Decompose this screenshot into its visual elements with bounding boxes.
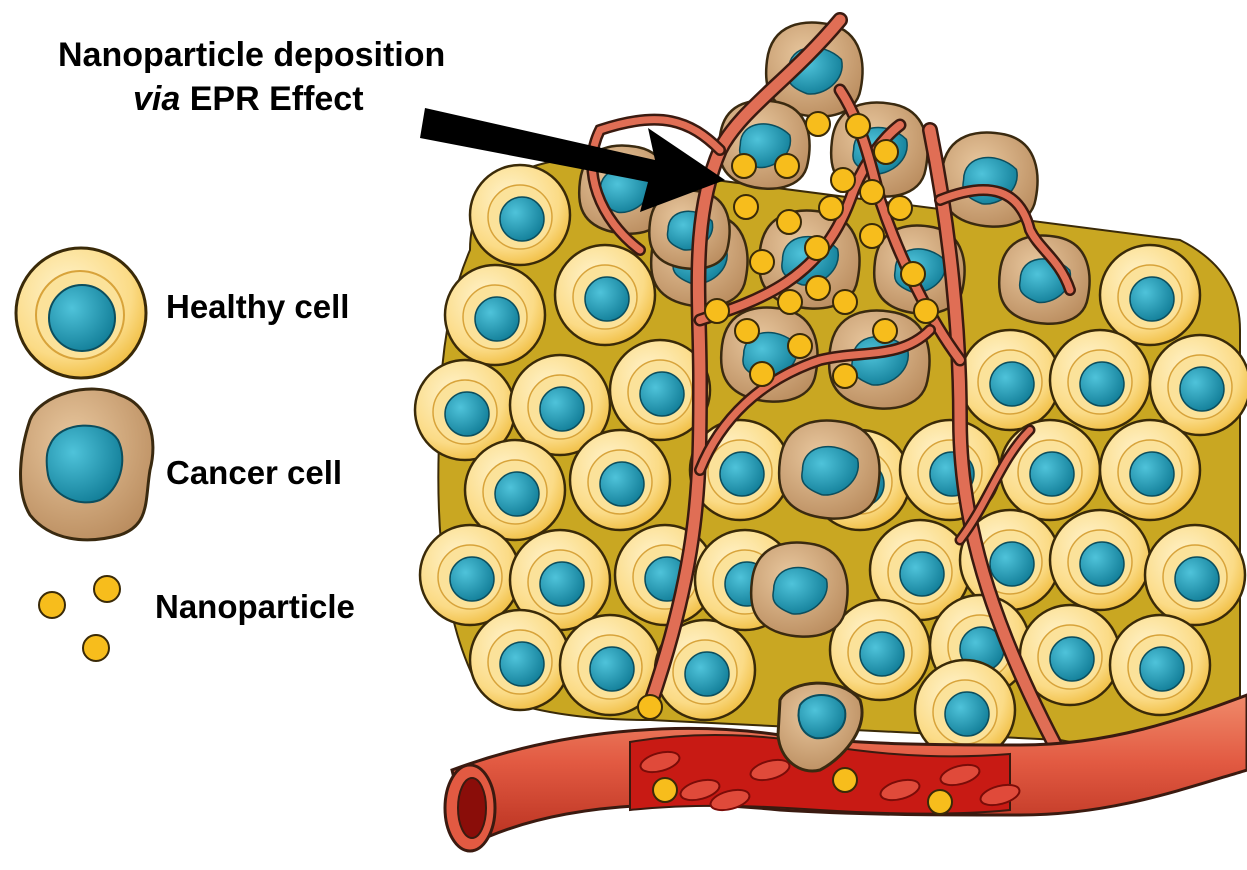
nanoparticle	[638, 695, 662, 719]
nanoparticle	[874, 140, 898, 164]
healthy-cell	[1110, 615, 1210, 715]
title-line2-rest: EPR Effect	[180, 80, 363, 118]
nanoparticle	[788, 334, 812, 358]
nanoparticle	[833, 768, 857, 792]
cancer-cell	[751, 543, 847, 637]
healthy-cell	[1150, 335, 1247, 435]
healthy-cell	[1145, 525, 1245, 625]
legend-healthy-cell-icon	[16, 248, 146, 378]
nanoparticle	[705, 299, 729, 323]
nanoparticle	[734, 195, 758, 219]
healthy-cell	[420, 525, 520, 625]
nanoparticle	[873, 319, 897, 343]
healthy-cell	[1100, 420, 1200, 520]
legend-nanoparticle-icon	[39, 576, 120, 661]
nanoparticle	[901, 262, 925, 286]
healthy-cell	[470, 610, 570, 710]
nanoparticle	[777, 210, 801, 234]
title-italic-word: via	[133, 80, 180, 118]
healthy-cell	[1050, 330, 1150, 430]
nanoparticle	[928, 790, 952, 814]
healthy-cell	[555, 245, 655, 345]
healthy-cell	[960, 330, 1060, 430]
nanoparticle	[888, 196, 912, 220]
legend-label-healthy-cell: Healthy cell	[166, 288, 349, 326]
healthy-cell	[445, 265, 545, 365]
nanoparticle	[806, 112, 830, 136]
nanoparticle	[833, 364, 857, 388]
nanoparticle	[732, 154, 756, 178]
nanoparticle	[735, 319, 759, 343]
nanoparticle	[846, 114, 870, 138]
nanoparticle	[860, 180, 884, 204]
nanoparticle	[819, 196, 843, 220]
nanoparticle	[750, 250, 774, 274]
healthy-cell	[1000, 420, 1100, 520]
extravasating-cancer-nucleus	[799, 695, 846, 738]
healthy-cell	[470, 165, 570, 265]
diagram-title-line2: via EPR Effect	[133, 80, 364, 119]
nanoparticle	[775, 154, 799, 178]
nanoparticle	[806, 276, 830, 300]
legend-label-cancer-cell: Cancer cell	[166, 454, 342, 492]
nanoparticle	[778, 290, 802, 314]
legend-cancer-cell-icon	[21, 389, 153, 540]
cancer-cell	[719, 101, 809, 189]
cancer-cell	[779, 421, 879, 519]
healthy-cell	[570, 430, 670, 530]
nanoparticle	[914, 299, 938, 323]
nanoparticle	[653, 778, 677, 802]
nanoparticle	[831, 168, 855, 192]
diagram-title-line1: Nanoparticle deposition	[58, 36, 445, 75]
nanoparticle	[833, 290, 857, 314]
nanoparticle	[750, 362, 774, 386]
healthy-cell	[1100, 245, 1200, 345]
legend-label-nanoparticle: Nanoparticle	[155, 588, 355, 626]
healthy-cell	[1050, 510, 1150, 610]
nanoparticle	[805, 236, 829, 260]
nanoparticle	[860, 224, 884, 248]
